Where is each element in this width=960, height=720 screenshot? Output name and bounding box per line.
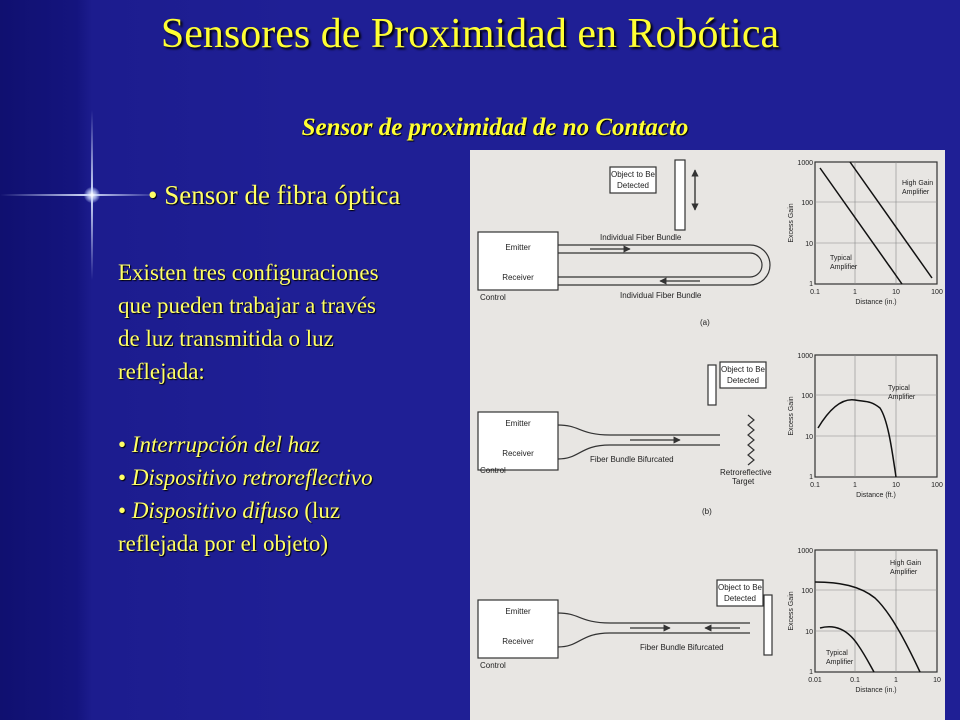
svg-text:10: 10 bbox=[933, 677, 941, 684]
svg-text:Detected: Detected bbox=[727, 376, 759, 385]
description-line: que pueden trabajar a través bbox=[118, 293, 376, 318]
svg-text:Fiber Bundle Bifurcated: Fiber Bundle Bifurcated bbox=[590, 455, 674, 464]
list-item: • Dispositivo difuso (luz bbox=[118, 498, 341, 523]
svg-text:Excess Gain: Excess Gain bbox=[788, 591, 795, 630]
svg-text:Retroreflective: Retroreflective bbox=[720, 468, 772, 477]
svg-text:Amplifier: Amplifier bbox=[826, 659, 854, 666]
svg-text:Amplifier: Amplifier bbox=[902, 189, 930, 196]
svg-text:0.1: 0.1 bbox=[810, 482, 820, 489]
svg-text:Individual Fiber Bundle: Individual Fiber Bundle bbox=[620, 291, 702, 300]
svg-text:Receiver: Receiver bbox=[502, 273, 534, 282]
svg-text:Typical: Typical bbox=[826, 650, 848, 657]
svg-text:Target: Target bbox=[732, 477, 755, 486]
fiber-optic-diagram: Object to Be Detected Emitter Receiver C… bbox=[477, 159, 943, 694]
svg-text:Emitter: Emitter bbox=[505, 243, 531, 252]
svg-text:Object to Be: Object to Be bbox=[718, 583, 763, 592]
svg-text:1: 1 bbox=[894, 677, 898, 684]
svg-text:1: 1 bbox=[809, 281, 813, 288]
diagram-b: Object to Be Detected Emitter Receiver C… bbox=[477, 361, 772, 516]
svg-text:Amplifier: Amplifier bbox=[830, 264, 858, 271]
svg-text:Individual Fiber Bundle: Individual Fiber Bundle bbox=[600, 233, 682, 242]
svg-text:(b): (b) bbox=[702, 507, 712, 516]
svg-text:Fiber Bundle Bifurcated: Fiber Bundle Bifurcated bbox=[640, 643, 724, 652]
svg-text:Detected: Detected bbox=[724, 594, 756, 603]
description-line: reflejada: bbox=[118, 359, 205, 384]
main-bullet: • Sensor de fibra óptica bbox=[148, 180, 401, 210]
svg-text:1: 1 bbox=[809, 474, 813, 481]
svg-text:1: 1 bbox=[853, 289, 857, 296]
slide-title: Sensores de Proximidad en Robótica bbox=[160, 11, 780, 57]
svg-text:10: 10 bbox=[805, 241, 813, 248]
svg-text:Object to Be: Object to Be bbox=[721, 365, 766, 374]
svg-text:100: 100 bbox=[931, 289, 943, 296]
sparkle-horizontal bbox=[0, 194, 160, 196]
svg-text:100: 100 bbox=[801, 393, 813, 400]
svg-text:10: 10 bbox=[892, 482, 900, 489]
svg-text:Distance (ft.): Distance (ft.) bbox=[856, 492, 896, 499]
list-item-continuation: reflejada por el objeto) bbox=[118, 531, 329, 556]
slide-subtitle: Sensor de proximidad de no Contacto bbox=[301, 114, 689, 141]
svg-text:(a): (a) bbox=[700, 318, 710, 327]
svg-text:100: 100 bbox=[931, 482, 943, 489]
chart-c: 1000 100 10 1 0.01 0.1 1 10 Distance (in… bbox=[788, 548, 941, 694]
svg-text:High Gain: High Gain bbox=[890, 560, 921, 567]
svg-text:100: 100 bbox=[801, 200, 813, 207]
svg-text:10: 10 bbox=[805, 434, 813, 441]
svg-text:1: 1 bbox=[853, 482, 857, 489]
svg-text:Typical: Typical bbox=[830, 255, 852, 262]
svg-text:1000: 1000 bbox=[797, 160, 813, 167]
svg-text:Control: Control bbox=[480, 466, 506, 475]
list-item: • Dispositivo retroreflectivo bbox=[118, 465, 373, 490]
svg-text:10: 10 bbox=[805, 629, 813, 636]
list-item: • Interrupción del haz bbox=[118, 432, 320, 457]
svg-text:1000: 1000 bbox=[797, 353, 813, 360]
svg-text:Excess Gain: Excess Gain bbox=[788, 203, 795, 242]
configuration-list: • Interrupción del haz • Dispositivo ret… bbox=[118, 428, 458, 560]
svg-text:Distance (in.): Distance (in.) bbox=[855, 687, 896, 694]
fiber-optic-figure: Object to Be Detected Emitter Receiver C… bbox=[470, 150, 945, 720]
svg-text:Emitter: Emitter bbox=[505, 419, 531, 428]
svg-text:Distance (in.): Distance (in.) bbox=[855, 299, 896, 306]
svg-text:Control: Control bbox=[480, 293, 506, 302]
diagram-a: Object to Be Detected Emitter Receiver C… bbox=[477, 159, 771, 327]
sparkle-center bbox=[84, 187, 100, 203]
svg-text:Control: Control bbox=[480, 661, 506, 670]
svg-text:Object to Be: Object to Be bbox=[611, 170, 656, 179]
description-line: de luz transmitida o luz bbox=[118, 326, 334, 351]
svg-text:Receiver: Receiver bbox=[502, 449, 534, 458]
svg-text:Detected: Detected bbox=[617, 181, 649, 190]
description-text: Existen tres configuraciones que pueden … bbox=[118, 256, 458, 388]
svg-text:1000: 1000 bbox=[797, 548, 813, 555]
svg-text:Emitter: Emitter bbox=[505, 607, 531, 616]
svg-text:0.1: 0.1 bbox=[810, 289, 820, 296]
svg-text:Amplifier: Amplifier bbox=[888, 394, 916, 401]
diagram-c: Object to Be Detected Emitter Receiver C… bbox=[477, 579, 773, 670]
chart-b: 1000 100 10 1 0.1 1 10 100 Distance (ft.… bbox=[788, 353, 943, 499]
svg-text:Receiver: Receiver bbox=[502, 637, 534, 646]
svg-text:Typical: Typical bbox=[888, 385, 910, 392]
svg-text:Excess Gain: Excess Gain bbox=[788, 396, 795, 435]
svg-text:100: 100 bbox=[801, 588, 813, 595]
chart-a: 1000 100 10 1 0.1 1 10 100 Distance (in.… bbox=[788, 160, 943, 306]
svg-text:Amplifier: Amplifier bbox=[890, 569, 918, 576]
description-line: Existen tres configuraciones bbox=[118, 260, 379, 285]
svg-text:1: 1 bbox=[809, 669, 813, 676]
svg-text:High Gain: High Gain bbox=[902, 180, 933, 187]
svg-text:0.1: 0.1 bbox=[850, 677, 860, 684]
svg-text:0.01: 0.01 bbox=[808, 677, 822, 684]
svg-text:10: 10 bbox=[892, 289, 900, 296]
